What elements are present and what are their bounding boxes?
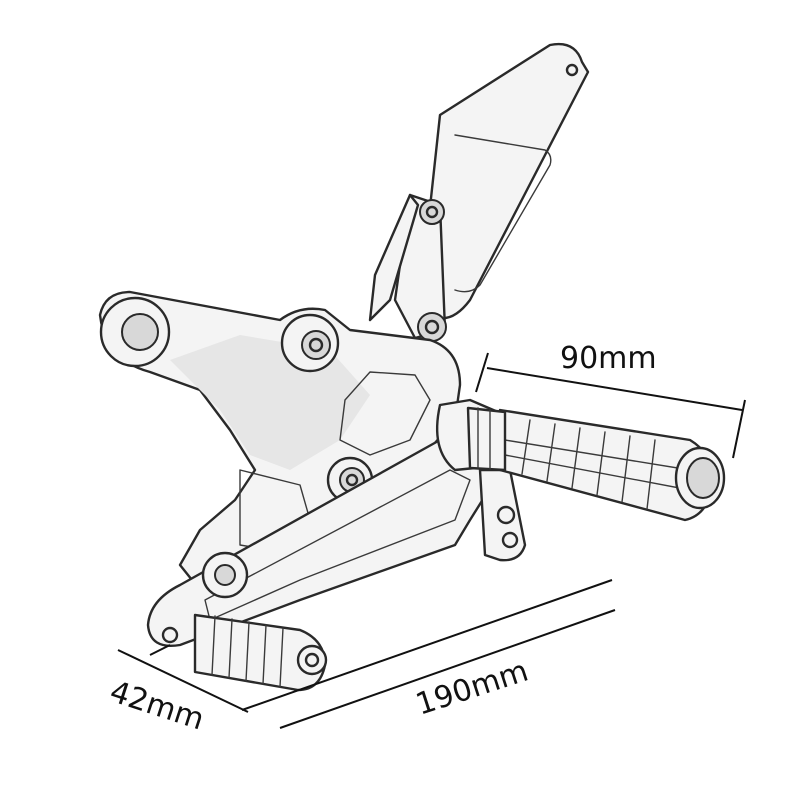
bolt-lower-icon (417, 312, 447, 342)
mounting-plate (98, 290, 462, 594)
toe-peg-cap-icon (296, 644, 328, 676)
clevis-hole-upper-icon (496, 505, 516, 525)
lever-arm (146, 434, 527, 647)
bolt-upper-icon (419, 199, 445, 225)
heel-guard-plate (368, 42, 590, 342)
dimension-90mm: 90mm (475, 341, 746, 459)
dimension-label-90mm: 90mm (560, 341, 657, 376)
rider-foot-peg (436, 398, 726, 522)
dimension-label-42mm: 42mm (106, 674, 209, 737)
lever-toe-peg (161, 613, 328, 692)
clevis-hole-lower-icon (501, 531, 519, 549)
dimension-label-190mm: 190mm (412, 654, 533, 723)
